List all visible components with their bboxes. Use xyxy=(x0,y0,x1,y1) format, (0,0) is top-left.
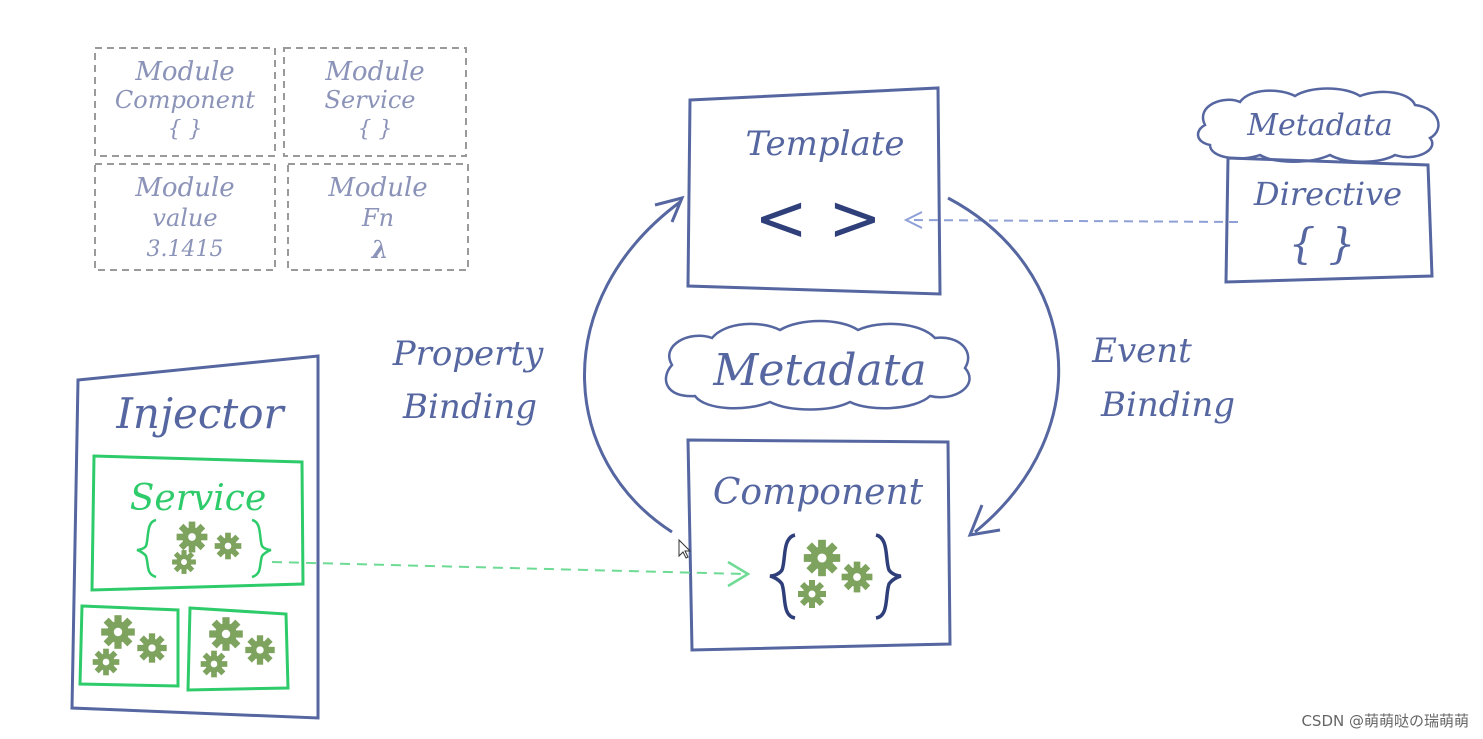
injector-label: Injector xyxy=(115,389,286,438)
gear-icon xyxy=(214,532,242,560)
module-title: Module xyxy=(324,57,424,87)
center-metadata-label: Metadata xyxy=(712,345,926,396)
service-right-brace xyxy=(251,518,272,579)
property-binding-label-line1: Property xyxy=(392,334,544,374)
injector-instance-box-1 xyxy=(78,604,180,688)
injector-node: Injector Service xyxy=(70,354,320,720)
property-binding-label-line2: Binding xyxy=(402,387,537,427)
module-grid: Module Component { } Module Service { } … xyxy=(94,47,469,271)
directive-label: Directive xyxy=(1253,175,1402,213)
gear-icon xyxy=(803,539,841,577)
module-title: Module xyxy=(134,57,234,87)
module-value: λ xyxy=(371,235,389,264)
template-label: Template xyxy=(745,124,904,164)
service-left-brace xyxy=(136,518,157,579)
module-value: { } xyxy=(358,117,393,142)
component-label: Component xyxy=(713,472,924,513)
event-binding-arc xyxy=(947,196,1061,537)
gear-icon xyxy=(798,580,826,608)
gear-icon xyxy=(137,633,167,663)
service-to-component-arrow xyxy=(271,560,751,588)
module-subtitle: Fn xyxy=(361,204,394,232)
directive-node: Metadata Directive { } xyxy=(1196,87,1440,284)
gear-icon xyxy=(209,617,243,651)
module-value: { } xyxy=(168,117,203,142)
watermark: CSDN @萌萌哒の瑞萌萌 xyxy=(1301,712,1469,730)
module-subtitle: Component xyxy=(115,86,256,114)
center-metadata-cloud xyxy=(664,319,971,411)
mouse-cursor-icon xyxy=(678,538,692,559)
module-subtitle: Service xyxy=(325,86,416,114)
module-title: Module xyxy=(134,173,234,203)
gear-icon xyxy=(200,650,228,678)
injector-instance-box-2 xyxy=(186,606,290,692)
gear-icon xyxy=(172,550,196,574)
module-component-box xyxy=(94,47,276,157)
module-service-box xyxy=(283,47,467,157)
injector-service-label: Service xyxy=(130,478,267,519)
component-node: Component xyxy=(686,438,952,652)
module-value: 3.1415 xyxy=(147,237,224,262)
module-fn-box xyxy=(287,163,469,271)
template-box xyxy=(686,86,942,296)
gear-icon xyxy=(101,615,135,649)
template-symbol: < > xyxy=(754,182,882,256)
injector-box xyxy=(70,354,320,720)
component-box xyxy=(686,438,952,652)
gear-icon xyxy=(176,521,208,553)
module-subtitle: value xyxy=(152,204,217,232)
component-left-brace xyxy=(769,533,796,620)
event-binding-label-line1: Event xyxy=(1091,331,1192,371)
template-node: Template < > xyxy=(686,86,942,296)
injector-service-box xyxy=(90,454,305,592)
directive-to-template-arrow xyxy=(903,211,1239,229)
directive-box xyxy=(1224,156,1434,284)
gear-icon xyxy=(245,635,275,665)
property-binding-arc xyxy=(583,195,685,534)
module-value-box xyxy=(94,163,276,271)
directive-metadata-label: Metadata xyxy=(1246,108,1392,143)
event-binding-label-line2: Binding xyxy=(1100,385,1235,425)
gear-icon xyxy=(92,648,120,676)
center-metadata: Metadata xyxy=(664,319,971,411)
component-right-brace xyxy=(875,533,902,620)
module-title: Module xyxy=(327,173,427,203)
gear-icon xyxy=(841,561,873,593)
directive-braces: { } xyxy=(1289,219,1356,268)
